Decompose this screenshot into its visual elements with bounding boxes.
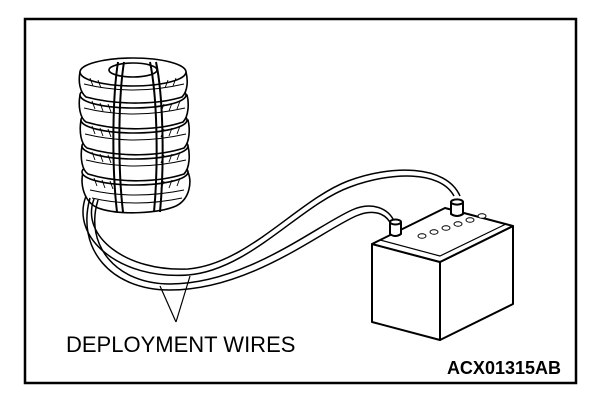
- figure-frame: [23, 17, 578, 385]
- callout-label: DEPLOYMENT WIRES: [66, 332, 295, 357]
- tire-stack-icon: [78, 57, 191, 214]
- figure-id: ACX01315AB: [447, 358, 561, 378]
- positive-terminal: [450, 201, 464, 217]
- deployment-wire-lower: [86, 197, 393, 291]
- negative-terminal: [389, 221, 402, 237]
- battery-icon: [371, 198, 514, 341]
- callout-leaders: [159, 275, 191, 323]
- deployment-wires: [82, 169, 461, 291]
